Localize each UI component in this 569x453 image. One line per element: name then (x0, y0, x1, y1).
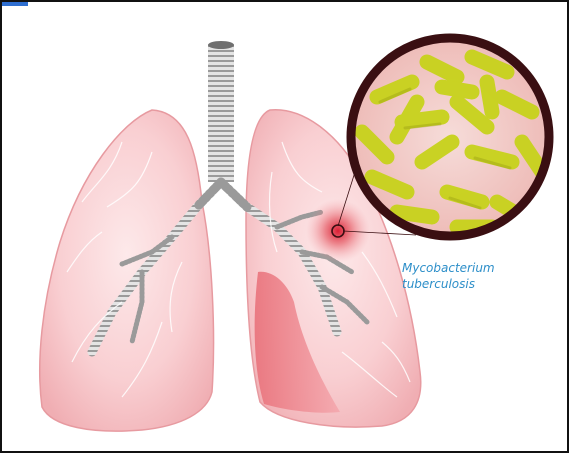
pathogen-label-line-2: tuberculosis (402, 276, 542, 292)
pathogen-label-line-1: Mycobacterium (402, 260, 542, 276)
pathogen-label: Mycobacterium tuberculosis (402, 260, 542, 292)
infection-spot (306, 199, 370, 263)
trachea-opening (208, 41, 234, 49)
left-lung (40, 110, 214, 431)
trachea (208, 44, 234, 182)
magnifier-inset (351, 38, 549, 236)
